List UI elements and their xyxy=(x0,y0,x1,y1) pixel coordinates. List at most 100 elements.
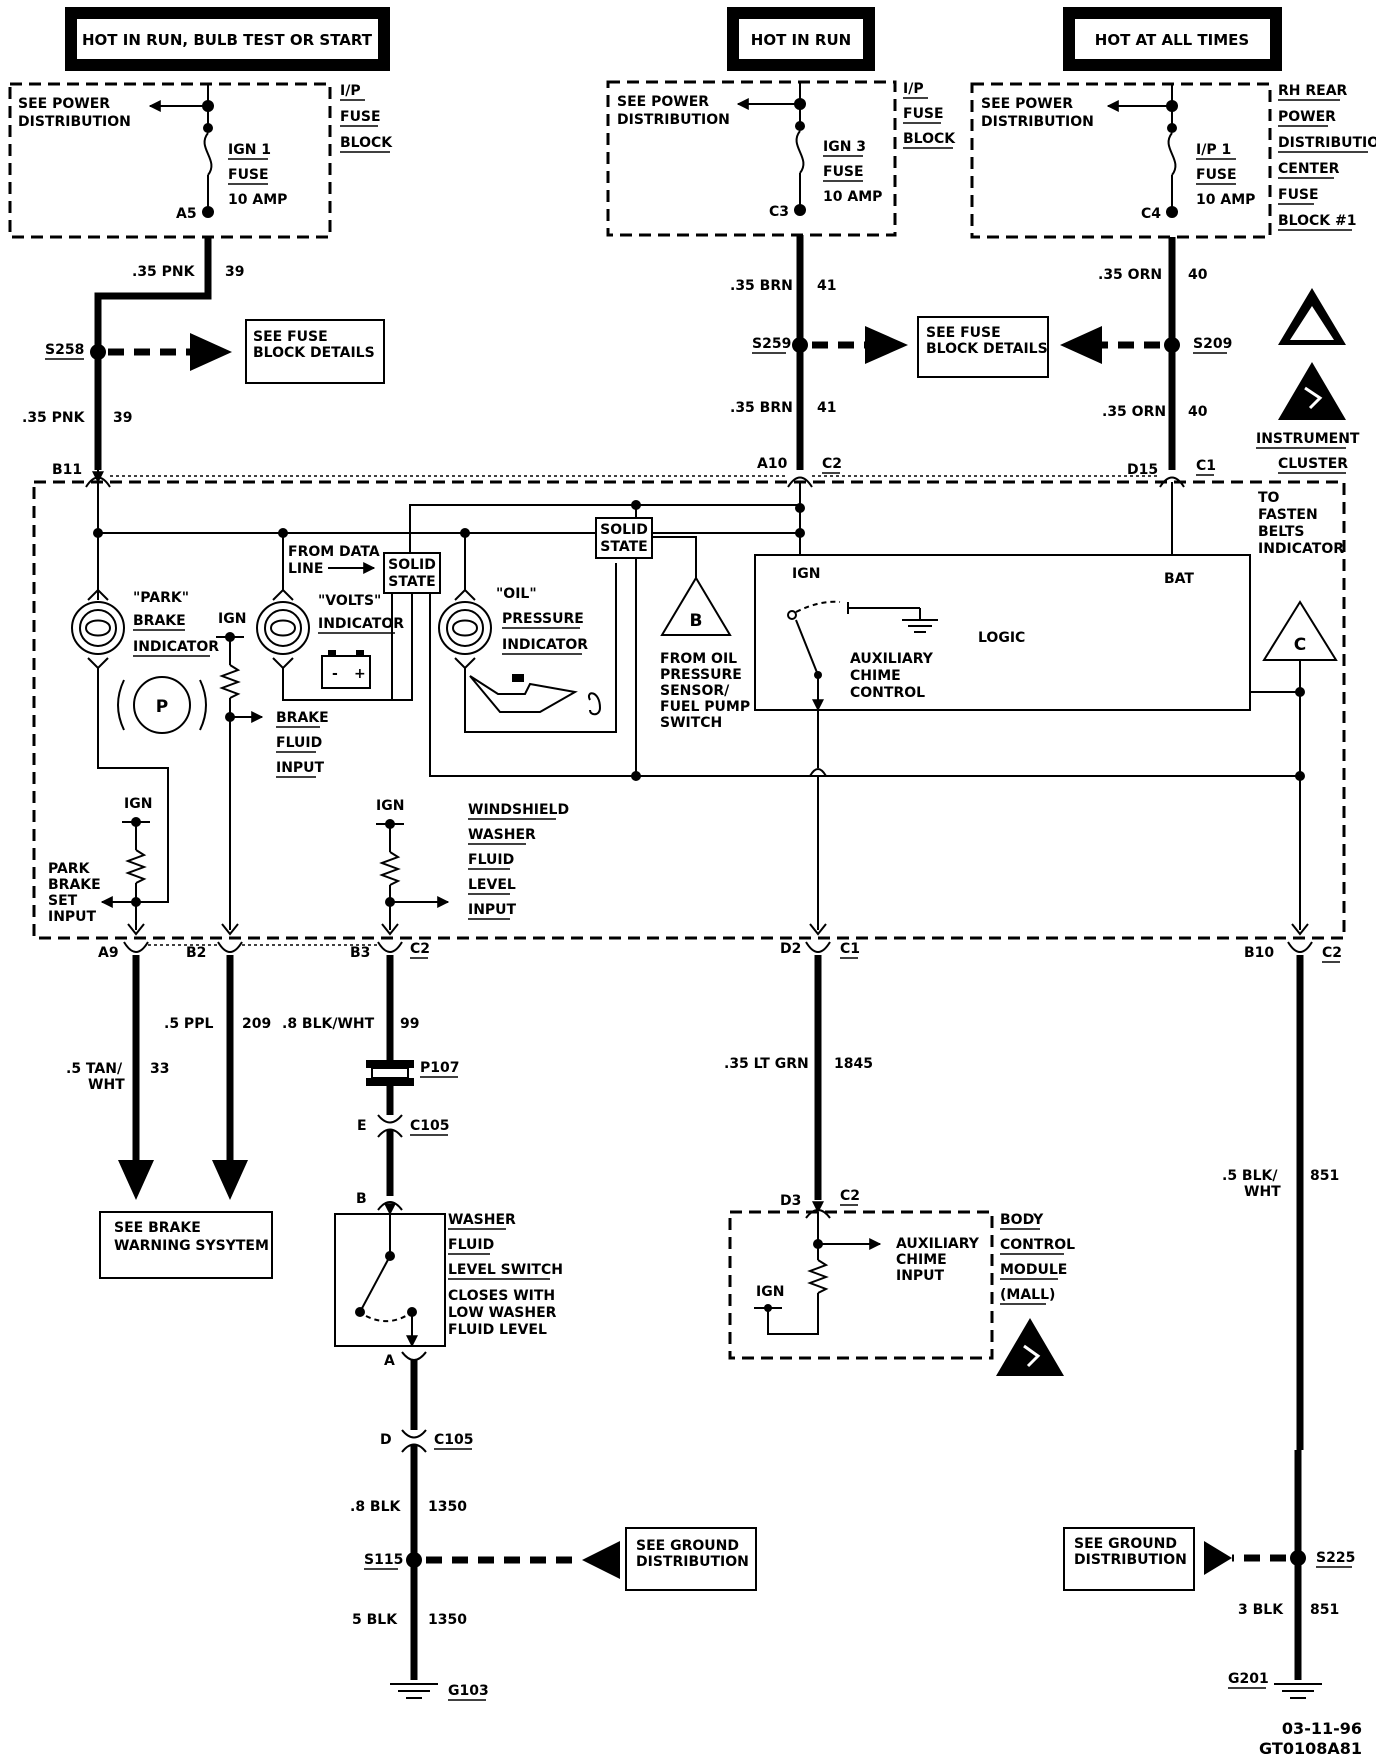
svg-text:FUSE: FUSE xyxy=(823,164,864,180)
svg-text:IGN: IGN xyxy=(218,611,246,627)
svg-text:POWER: POWER xyxy=(1278,109,1336,125)
svg-text:P: P xyxy=(156,697,168,717)
svg-text:FUSE: FUSE xyxy=(903,106,944,122)
svg-text:.8 BLK: .8 BLK xyxy=(350,1499,402,1515)
cluster-bottom-pins xyxy=(127,923,1309,946)
svg-text:.35 PNK: .35 PNK xyxy=(132,264,196,280)
brake-fluid-pullup: IGN BRAKE FLUID INPUT xyxy=(216,611,329,930)
svg-text:SEE BRAKE: SEE BRAKE xyxy=(114,1220,201,1236)
svg-text:3 BLK: 3 BLK xyxy=(1238,1602,1284,1618)
washer-fluid-pullup: IGN WINDSHIELD WASHER FLUID LEVEL INPUT xyxy=(376,798,569,930)
svg-text:C1: C1 xyxy=(840,941,860,957)
connector-b3: B3 C2 xyxy=(350,941,430,961)
svg-text:FUSE: FUSE xyxy=(1278,187,1319,203)
svg-text:+: + xyxy=(354,666,366,682)
svg-text:209: 209 xyxy=(242,1016,271,1032)
svg-text:WARNING SYSYTEM: WARNING SYSYTEM xyxy=(114,1238,269,1254)
svg-text:"VOLTS": "VOLTS" xyxy=(318,593,381,609)
svg-text:.35 BRN: .35 BRN xyxy=(730,278,793,294)
oil-can-icon xyxy=(469,674,602,716)
svg-text:851: 851 xyxy=(1310,1168,1339,1184)
svg-text:DISTRIBUTION: DISTRIBUTION xyxy=(1074,1552,1187,1568)
svg-text:41: 41 xyxy=(817,278,836,294)
svg-text:STATE: STATE xyxy=(388,574,435,590)
source-label-text: HOT AT ALL TIMES xyxy=(1095,31,1249,49)
park-p-symbol: P xyxy=(117,676,207,734)
svg-text:SET: SET xyxy=(48,893,78,909)
svg-text:CENTER: CENTER xyxy=(1278,161,1340,177)
svg-text:.35 LT GRN: .35 LT GRN xyxy=(724,1056,809,1072)
svg-text:C1: C1 xyxy=(1196,458,1216,474)
park-brake-set-pullup: IGN PARK BRAKE SET INPUT xyxy=(48,796,152,930)
wire-tan-wht-33: .5 TAN/ WHT 33 xyxy=(66,955,169,1200)
svg-text:INDICATOR: INDICATOR xyxy=(1258,541,1344,557)
svg-text:(MALL): (MALL) xyxy=(1000,1287,1055,1303)
svg-text:INDICATOR: INDICATOR xyxy=(502,637,588,653)
connector-b: B xyxy=(356,1191,403,1211)
fuse-block-2: SEE POWER DISTRIBUTION IGN 3 FUSE 10 AMP… xyxy=(606,80,956,237)
fuse-block-3: SEE POWER DISTRIBUTION I/P 1 FUSE 10 AMP… xyxy=(970,82,1376,239)
splice-s225: S225 SEE GROUND DISTRIBUTION xyxy=(1063,1527,1355,1591)
connector-b2: B2 xyxy=(186,941,243,961)
svg-text:.5 TAN/: .5 TAN/ xyxy=(66,1061,123,1077)
svg-text:BELTS: BELTS xyxy=(1258,524,1304,540)
solid-state-module-1: SOLID STATE xyxy=(383,533,1300,777)
svg-text:1845: 1845 xyxy=(834,1056,873,1072)
svg-text:FUSE: FUSE xyxy=(228,167,269,183)
source-label-1: HOT IN RUN, BULB TEST OR START xyxy=(65,7,390,71)
svg-text:FUSE: FUSE xyxy=(340,109,381,125)
svg-text:S259: S259 xyxy=(752,336,791,352)
splice-s209: S209 xyxy=(1060,326,1232,364)
cluster-internal-wiring xyxy=(92,471,1173,600)
svg-text:SWITCH: SWITCH xyxy=(660,715,722,731)
splice-s258: S258 SEE FUSE BLOCK DETAILS xyxy=(45,319,385,384)
drawing-footer: 03-11-96 GT0108A81 xyxy=(1259,1719,1362,1758)
svg-text:SEE POWER: SEE POWER xyxy=(981,96,1073,112)
svg-text:C2: C2 xyxy=(840,1188,860,1204)
svg-text:40: 40 xyxy=(1188,267,1208,283)
svg-text:B2: B2 xyxy=(186,945,206,961)
svg-text:D15: D15 xyxy=(1127,462,1158,478)
svg-text:G103: G103 xyxy=(448,1683,489,1699)
svg-text:S115: S115 xyxy=(364,1552,403,1568)
svg-text:LEVEL: LEVEL xyxy=(468,877,516,893)
wire-lt-grn-1845: .35 LT GRN 1845 xyxy=(724,955,873,1200)
svg-text:03-11-96: 03-11-96 xyxy=(1282,1719,1362,1738)
svg-text:A5: A5 xyxy=(176,206,197,222)
svg-text:GT0108A81: GT0108A81 xyxy=(1259,1739,1362,1758)
svg-text:.35 ORN: .35 ORN xyxy=(1098,267,1162,283)
svg-text:LEVEL SWITCH: LEVEL SWITCH xyxy=(448,1262,563,1278)
svg-text:SEE POWER: SEE POWER xyxy=(18,96,110,112)
svg-text:10 AMP: 10 AMP xyxy=(228,192,287,208)
svg-text:SEE GROUND: SEE GROUND xyxy=(1074,1536,1177,1552)
connector-p107: P107 xyxy=(366,1060,459,1115)
svg-text:SEE POWER: SEE POWER xyxy=(617,94,709,110)
connector-b10: B10 C2 xyxy=(1244,941,1342,963)
svg-text:10 AMP: 10 AMP xyxy=(1196,192,1255,208)
connector-b11: B11 xyxy=(52,462,111,520)
svg-text:LOGIC: LOGIC xyxy=(978,630,1025,646)
svg-text:.35 ORN: .35 ORN xyxy=(1102,404,1166,420)
svg-text:D2: D2 xyxy=(780,941,801,957)
svg-text:BRAKE: BRAKE xyxy=(133,613,186,629)
svg-text:LOW WASHER: LOW WASHER xyxy=(448,1305,557,1321)
svg-text:FLUID: FLUID xyxy=(276,735,322,751)
source-label-text: HOT IN RUN xyxy=(751,31,851,49)
svg-text:.35 BRN: .35 BRN xyxy=(730,400,793,416)
connector-a10: A10 C2 xyxy=(757,456,842,488)
svg-text:SENSOR/: SENSOR/ xyxy=(660,683,730,699)
svg-text:C2: C2 xyxy=(822,456,842,472)
source-label-3: HOT AT ALL TIMES xyxy=(1063,7,1282,71)
ground-g201: G201 xyxy=(1228,1671,1322,1699)
svg-text:A: A xyxy=(384,1353,395,1369)
svg-text:.5 BLK/: .5 BLK/ xyxy=(1222,1168,1278,1184)
svg-text:DISTRIBUTION: DISTRIBUTION xyxy=(636,1554,749,1570)
svg-text:WASHER: WASHER xyxy=(448,1212,516,1228)
svg-text:IGN 1: IGN 1 xyxy=(228,142,271,158)
wire-ppl-209: .5 PPL 209 xyxy=(164,955,271,1200)
svg-text:IGN: IGN xyxy=(756,1284,784,1300)
svg-text:"PARK": "PARK" xyxy=(133,590,189,606)
svg-text:DISTRIBUTION: DISTRIBUTION xyxy=(981,114,1094,130)
svg-text:39: 39 xyxy=(225,264,244,280)
